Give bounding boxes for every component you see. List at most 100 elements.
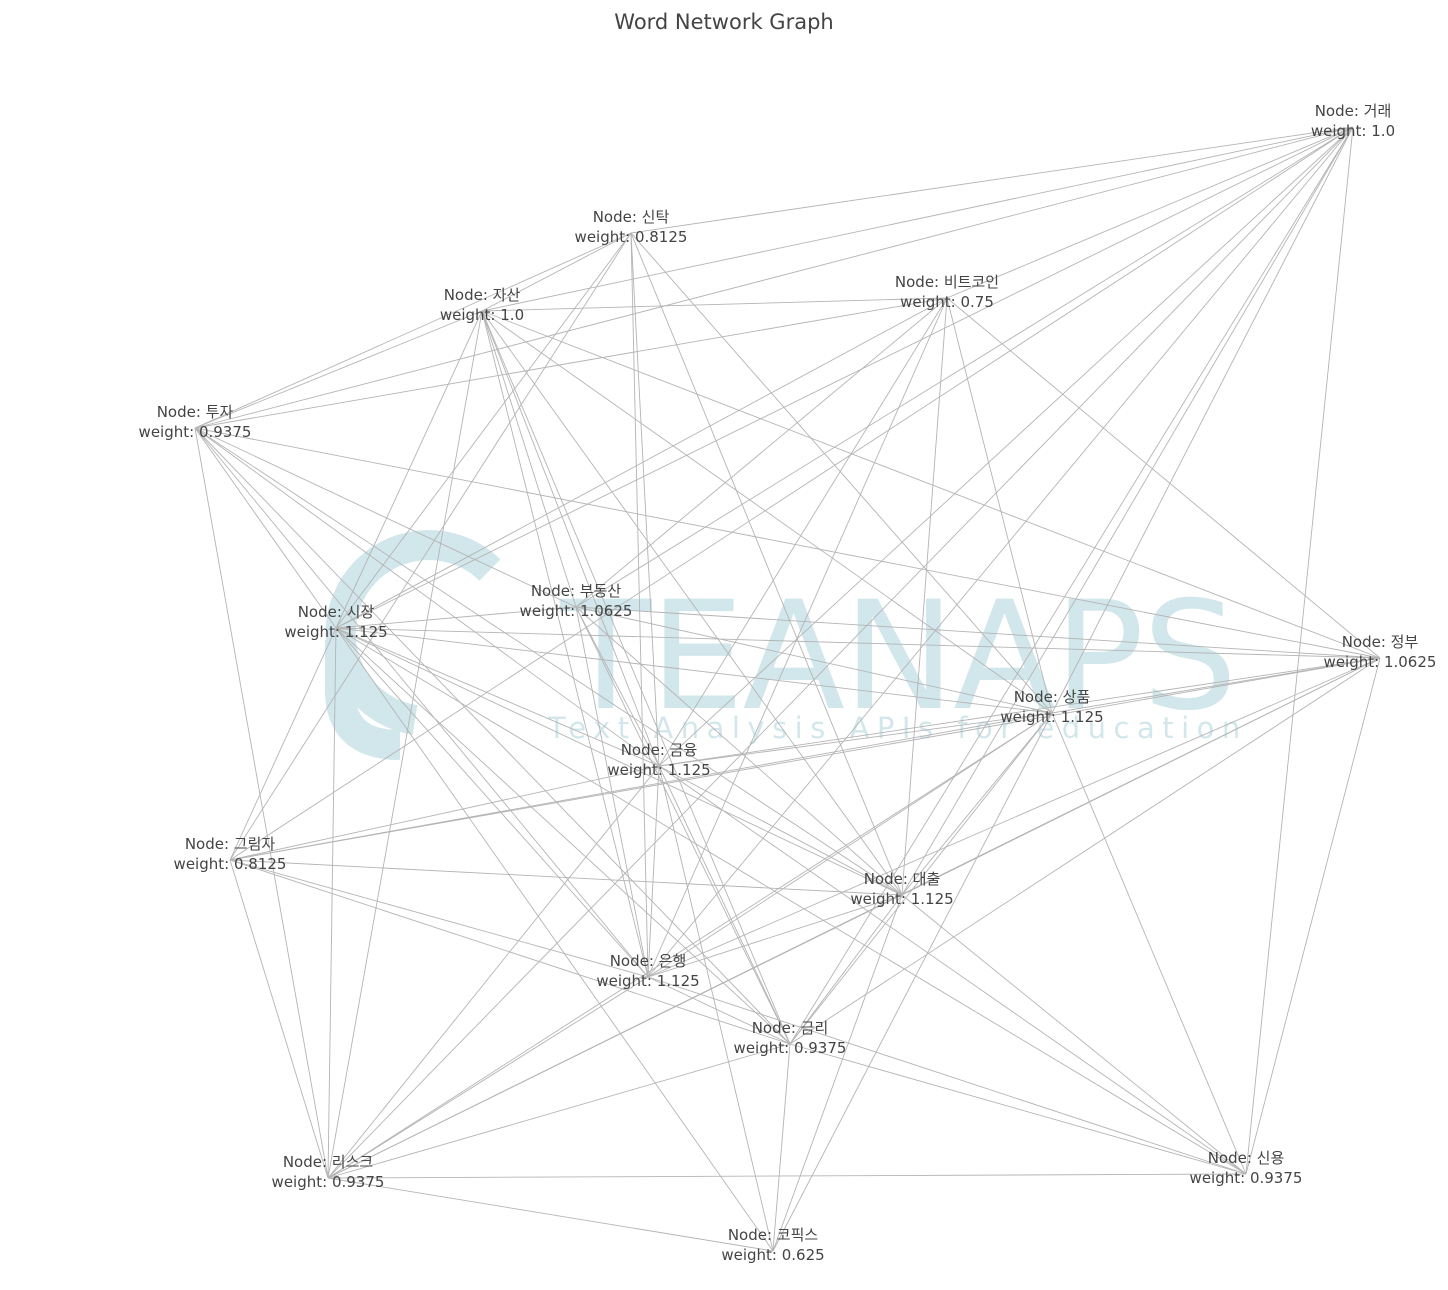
edge bbox=[327, 627, 337, 1179]
node-weight-label: weight: 1.0625 bbox=[1324, 653, 1437, 671]
node-name-label: Node: 신탁 bbox=[593, 208, 670, 226]
edge bbox=[335, 627, 660, 767]
edge bbox=[194, 427, 649, 978]
edge bbox=[335, 627, 791, 1045]
edge bbox=[1051, 712, 1247, 1175]
edge bbox=[946, 126, 1354, 299]
node-weight-label: weight: 0.8125 bbox=[174, 855, 287, 873]
edge bbox=[575, 606, 1381, 659]
edge bbox=[194, 126, 1354, 429]
edge bbox=[335, 627, 774, 1252]
graph-node[interactable]: Node: 리스크 weight: 0.9375 bbox=[272, 1153, 385, 1191]
edge bbox=[772, 712, 1053, 1252]
edge bbox=[946, 297, 1053, 714]
edge bbox=[327, 894, 903, 1179]
chart-title: Word Network Graph bbox=[614, 10, 834, 34]
edge bbox=[194, 310, 483, 429]
edge bbox=[229, 859, 649, 978]
node-weight-label: weight: 1.0625 bbox=[520, 602, 633, 620]
node-weight-label: weight: 1.0 bbox=[440, 306, 524, 324]
node-weight-label: weight: 0.9375 bbox=[272, 1173, 385, 1191]
edge bbox=[630, 232, 903, 896]
node-weight-label: weight: 1.125 bbox=[596, 972, 699, 990]
edge bbox=[647, 657, 1381, 978]
edge bbox=[630, 126, 1354, 234]
edge bbox=[194, 427, 1381, 659]
watermark: TEANAPS Text Analysis APIs for education bbox=[325, 530, 1248, 760]
edge bbox=[229, 859, 329, 1179]
watermark-logo-hook bbox=[325, 640, 401, 760]
node-name-label: Node: 거래 bbox=[1315, 102, 1392, 120]
edge bbox=[481, 310, 903, 896]
graph-node[interactable]: Node: 거래 weight: 1.0 bbox=[1311, 102, 1395, 140]
edge bbox=[901, 894, 1247, 1175]
edge bbox=[630, 232, 649, 978]
edge bbox=[772, 894, 903, 1252]
edge bbox=[229, 859, 791, 1045]
node-weight-label: weight: 0.9375 bbox=[1190, 1169, 1303, 1187]
edge bbox=[575, 606, 791, 1045]
node-name-label: Node: 금융 bbox=[621, 741, 698, 759]
edge bbox=[481, 310, 660, 767]
edge bbox=[194, 232, 632, 429]
edge bbox=[194, 427, 329, 1179]
edge bbox=[1245, 126, 1354, 1175]
edge bbox=[194, 427, 660, 767]
edge bbox=[335, 627, 1247, 1175]
graph-node[interactable]: Node: 은행 weight: 1.125 bbox=[596, 952, 699, 990]
edge bbox=[901, 297, 948, 896]
edge bbox=[194, 427, 337, 629]
edge bbox=[658, 712, 1053, 767]
edge bbox=[327, 126, 1354, 1179]
node-weight-label: weight: 0.9375 bbox=[734, 1039, 847, 1057]
edge bbox=[658, 657, 1381, 767]
edge bbox=[789, 712, 1053, 1045]
edge bbox=[901, 712, 1053, 896]
node-name-label: Node: 정부 bbox=[1342, 633, 1419, 651]
edge bbox=[327, 1177, 774, 1252]
edge bbox=[575, 297, 948, 608]
node-name-label: Node: 리스크 bbox=[283, 1153, 373, 1171]
edge bbox=[658, 765, 791, 1045]
node-weight-label: weight: 1.0 bbox=[1311, 122, 1395, 140]
edge bbox=[229, 765, 660, 861]
node-name-label: Node: 은행 bbox=[610, 952, 687, 970]
node-name-label: Node: 대출 bbox=[864, 870, 941, 888]
edge bbox=[789, 657, 1381, 1045]
edge bbox=[327, 976, 649, 1179]
edge bbox=[194, 427, 903, 896]
edge bbox=[647, 126, 1354, 978]
node-name-label: Node: 시장 bbox=[298, 603, 375, 621]
graph-node[interactable]: Node: 정부 weight: 1.0625 bbox=[1324, 633, 1437, 671]
node-name-label: Node: 비트코인 bbox=[895, 273, 999, 291]
watermark-tagline: Text Analysis APIs for education bbox=[547, 711, 1248, 745]
watermark-logo-icon bbox=[325, 530, 501, 760]
edge bbox=[335, 627, 903, 896]
edge bbox=[946, 297, 1381, 659]
edge bbox=[481, 310, 649, 978]
watermark-brand: TEANAPS bbox=[559, 570, 1236, 744]
edge bbox=[901, 126, 1354, 896]
edge bbox=[789, 894, 903, 1045]
edge bbox=[194, 297, 948, 429]
edge bbox=[630, 232, 660, 767]
edge bbox=[901, 657, 1381, 896]
edge bbox=[481, 297, 948, 312]
node-name-label: Node: 코픽스 bbox=[728, 1226, 819, 1244]
node-weight-label: weight: 0.9375 bbox=[139, 423, 252, 441]
edge bbox=[327, 765, 660, 1179]
